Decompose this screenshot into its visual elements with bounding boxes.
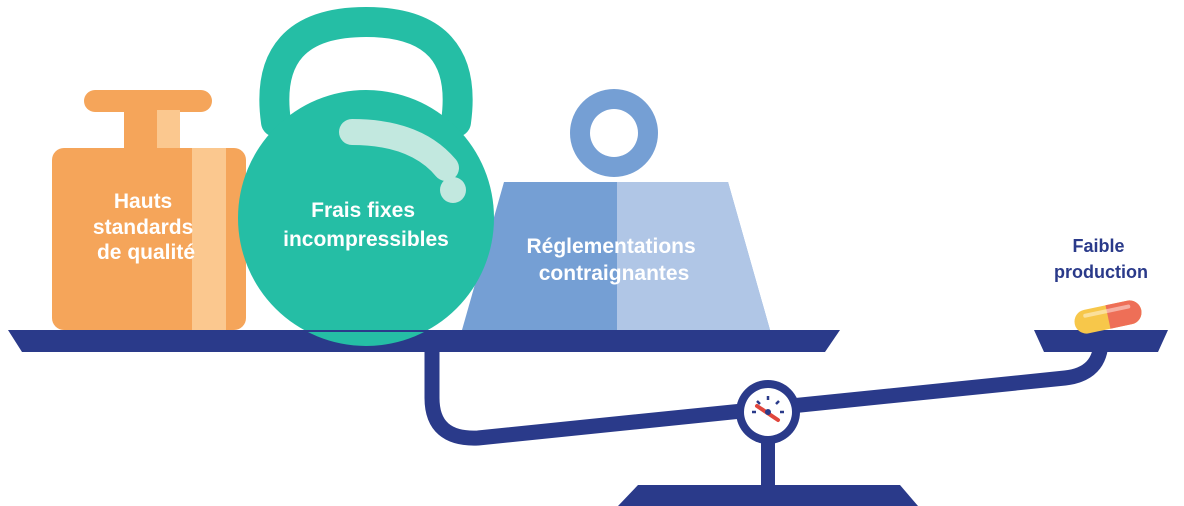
weight-quality-standards [52,90,246,330]
counterweight-label-line-1: Faible [1072,236,1124,256]
weight-regulations [462,89,770,330]
counterweight-label-line-2: production [1054,262,1148,282]
pill-counterweight [1074,300,1142,334]
weight-quality-label-line-2: standards [93,216,193,239]
left-platform [8,330,840,352]
weight-fixed-costs-label-line-2: incompressibles [283,228,449,251]
weight-fixed-costs-label-line-1: Frais fixes [311,199,415,222]
weight-regulations-label: Réglementations contraignantes [526,235,701,285]
weight-quality-label-line-1: Hauts [114,190,172,213]
scale-base [618,485,918,506]
weight-fixed-costs-label: Frais fixes incompressibles [283,199,449,251]
gauge-dial [736,380,800,444]
counterweight-label: Faible production [1054,236,1148,282]
right-platform [1034,330,1168,352]
weight-quality-label: Hauts standards de qualité [93,190,199,264]
platform-edge [236,330,496,332]
scale-beam [424,339,1109,446]
weight-regulations-label-line-2: contraignantes [539,262,690,285]
weight-quality-label-line-3: de qualité [97,241,195,264]
weight-fixed-costs [238,6,494,346]
weight-regulations-label-line-1: Réglementations [526,235,695,258]
